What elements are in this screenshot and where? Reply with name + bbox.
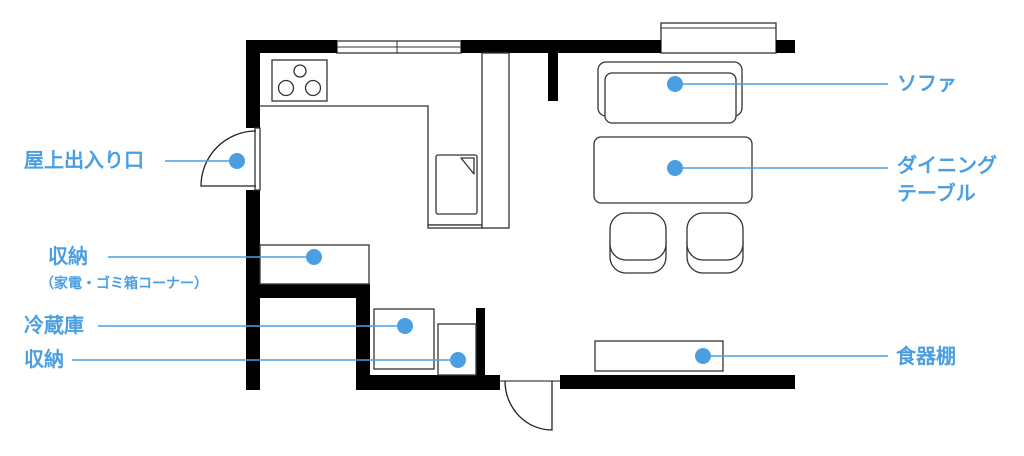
label-storage-upper-note: （家電・ゴミ箱コーナー） [40, 276, 208, 292]
sink [435, 154, 478, 215]
living-window [660, 22, 777, 54]
walls [246, 40, 795, 390]
kitchen-counter [260, 52, 510, 229]
rooftop-door [200, 127, 261, 191]
entrance-door [500, 380, 560, 431]
sofa-shape [597, 61, 743, 124]
kitchen-window [336, 40, 462, 54]
label-dining-table-line2: テーブル [897, 181, 976, 205]
leader-lines [72, 83, 888, 361]
label-storage-lower: 収納 [24, 347, 64, 371]
stove [271, 59, 328, 102]
dining-chair [686, 212, 744, 274]
marker-dots [229, 76, 711, 368]
label-dining-table-line1: ダイニング [897, 153, 997, 177]
label-rooftop-entrance: 屋上出入り口 [24, 148, 144, 172]
label-refrigerator: 冷蔵庫 [24, 313, 84, 337]
label-sofa: ソファ [897, 71, 957, 95]
label-storage-upper: 収納 [48, 244, 88, 268]
dining-chair [609, 212, 667, 274]
label-dish-shelf: 食器棚 [896, 344, 956, 368]
